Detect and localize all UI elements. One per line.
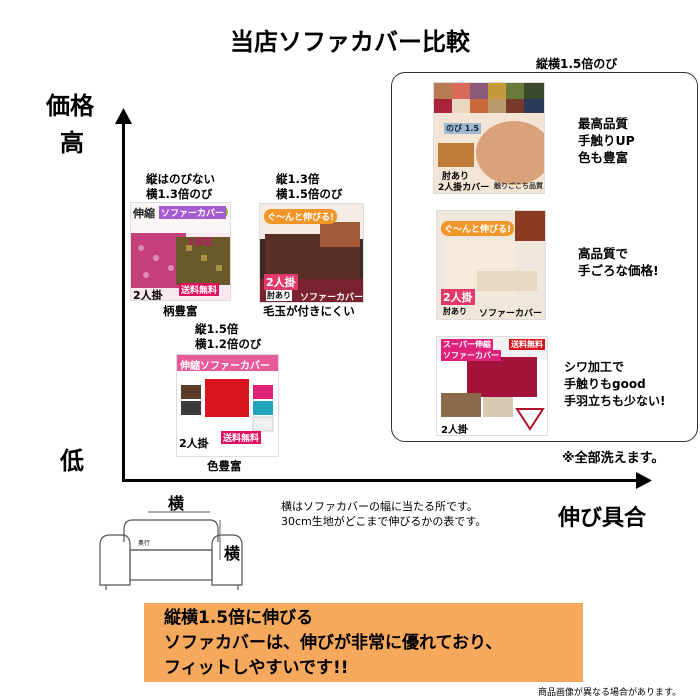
product-2-tag-stretch: ぐ〜んと伸びる! <box>264 209 338 224</box>
product-5-tag-cover: ソファーカバー <box>479 309 543 319</box>
box-header: 縦横1.5倍のび <box>536 57 618 71</box>
product-3-tag-seats: 2人掛 <box>179 437 209 450</box>
product-5-desc-line-1: 高品質で <box>578 246 629 261</box>
product-3-stretch-line-1: 縦1.5倍 <box>195 322 239 336</box>
product-4-tag-arms: 肘あり <box>442 172 470 182</box>
product-3-tag-free-shipping: 送料無料 <box>221 431 262 444</box>
product-1-stretch: 縦はのびない 横1.3倍のび <box>146 172 215 202</box>
diagram-depth-label: 奥行 <box>138 540 151 547</box>
product-3-image[interactable]: 伸縮ソファーカバー 2人掛 送料無料 <box>176 354 279 457</box>
product-4-desc-line-2: 手触りUP <box>578 133 635 148</box>
product-4-sofa-graphic <box>434 83 544 185</box>
product-1-tag-cover: ソファーカバー <box>159 206 227 219</box>
product-3-tag-cover: 伸縮ソファーカバー <box>180 361 270 372</box>
wash-note: ※全部洗えます。 <box>562 451 665 466</box>
callout-line-2: ソファカバーは、伸びが非常に優れており、 <box>164 633 503 653</box>
y-axis-high-label: 高 <box>60 129 84 157</box>
product-2-stretch-line-2: 横1.5倍のび <box>276 187 343 201</box>
product-2-stretch-line-1: 縦1.3倍 <box>276 172 320 186</box>
product-6-desc-line-2: 手触りもgood <box>564 377 646 391</box>
premium-group-box <box>391 72 698 442</box>
callout-line-3: フィットしやすいです!! <box>164 658 349 678</box>
product-4-desc-line-3: 色も豊富 <box>578 150 629 165</box>
product-1-tag-type: 1体型 <box>188 238 213 248</box>
product-3-name: 色豊富 <box>207 459 242 473</box>
product-6-tag-cover: ソファーカバー <box>441 350 501 361</box>
product-2-tag-seats: 2人掛 <box>264 274 298 290</box>
y-axis-label: 価格 <box>46 92 94 120</box>
x-axis-arrow-icon <box>636 472 652 489</box>
product-5-image[interactable]: ぐ〜んと伸びる! 2人掛 肘あり ソファーカバー <box>436 210 546 320</box>
product-4-tag-seats: 2人掛カバー <box>438 183 490 193</box>
sofa-dimension-diagram: 横 横 奥行 <box>92 490 252 600</box>
product-2-tag-arms: 肘あり <box>266 290 292 301</box>
product-5-tag-seats: 2人掛 <box>441 289 475 305</box>
product-3-stretch-line-2: 横1.2倍のび <box>195 337 262 351</box>
product-2-tag-cover: ソファーカバー <box>300 293 364 303</box>
product-2-image[interactable]: ぐ〜んと伸びる! 2人掛 肘あり ソファーカバー <box>259 203 364 303</box>
product-1-stretch-line-2: 横1.3倍のび <box>146 187 213 201</box>
product-4-tag-quality: 触りごこち品質 <box>494 182 543 190</box>
callout-box: 縦横1.5倍に伸びる ソファカバーは、伸びが非常に優れており、 フィットしやすい… <box>144 603 583 682</box>
product-4-desc-line-1: 最高品質 <box>578 116 629 131</box>
product-1-name: 柄豊富 <box>163 304 198 318</box>
y-axis-low-label: 低 <box>60 447 84 475</box>
footer-note: 商品画像が異なる場合があります。 <box>538 688 682 698</box>
product-6-tag-super-stretch: スーパー伸縮 <box>441 339 493 350</box>
x-axis-note-line-1: 横はソファカバーの幅に当たる所です。 <box>281 500 478 513</box>
x-axis-note-line-2: 30cm生地がどこまで伸びるかの表です。 <box>281 515 487 528</box>
product-5-desc-line-2: 手ごろな価格! <box>578 263 659 278</box>
product-5-tag-arms: 肘あり <box>443 307 467 316</box>
product-3-stretch: 縦1.5倍 横1.2倍のび <box>195 322 261 352</box>
product-4-tag-badge: のび 1.5 <box>444 123 481 134</box>
product-1-tag-seats: 2人掛 <box>133 289 163 301</box>
y-axis-arrow-icon <box>115 108 132 124</box>
product-6-desc-line-1: シワ加工で <box>564 360 625 374</box>
x-axis-note: 横はソファカバーの幅に当たる所です。 30cm生地がどこまで伸びるかの表です。 <box>281 499 486 529</box>
sofa-outline-icon <box>99 511 243 590</box>
product-1-tag-stretch: 伸縮 <box>133 207 155 220</box>
product-6-image[interactable]: スーパー伸縮 ソファーカバー 送料無料 2人掛 <box>436 336 548 436</box>
callout-line-1: 縦横1.5倍に伸びる <box>164 608 314 628</box>
product-5-description: 高品質で 手ごろな価格! <box>578 245 659 279</box>
product-1-stretch-line-1: 縦はのびない <box>146 172 215 186</box>
product-6-tag-seats: 2人掛 <box>441 425 468 436</box>
diagram-horizontal-label: 横 <box>168 494 185 513</box>
product-1-tag-free-shipping: 送料無料 <box>179 283 220 296</box>
product-3-sofa-graphic <box>177 355 278 432</box>
product-6-desc-line-3: 手羽立ちも少ない! <box>564 394 666 408</box>
product-1-image[interactable]: 伸縮 ソファーカバー 1体型 2人掛 送料無料 <box>130 202 231 301</box>
page-title: 当店ソファカバー比較 <box>230 28 470 56</box>
product-4-description: 最高品質 手触りUP 色も豊富 <box>578 115 635 166</box>
product-2-name: 毛玉が付きにくい <box>263 304 355 318</box>
product-4-image[interactable]: のび 1.5 肘あり 2人掛カバー 触りごこち品質 <box>433 82 545 194</box>
product-5-sofa-graphic <box>445 211 545 296</box>
product-5-tag-stretch: ぐ〜んと伸びる! <box>441 221 515 236</box>
diagram-vertical-label: 横 <box>224 544 241 563</box>
x-axis-label: 伸び具合 <box>558 506 647 531</box>
product-6-tag-free-shipping: 送料無料 <box>509 339 545 350</box>
product-6-description: シワ加工で 手触りもgood 手羽立ちも少ない! <box>564 359 665 410</box>
product-2-stretch: 縦1.3倍 横1.5倍のび <box>276 172 342 202</box>
